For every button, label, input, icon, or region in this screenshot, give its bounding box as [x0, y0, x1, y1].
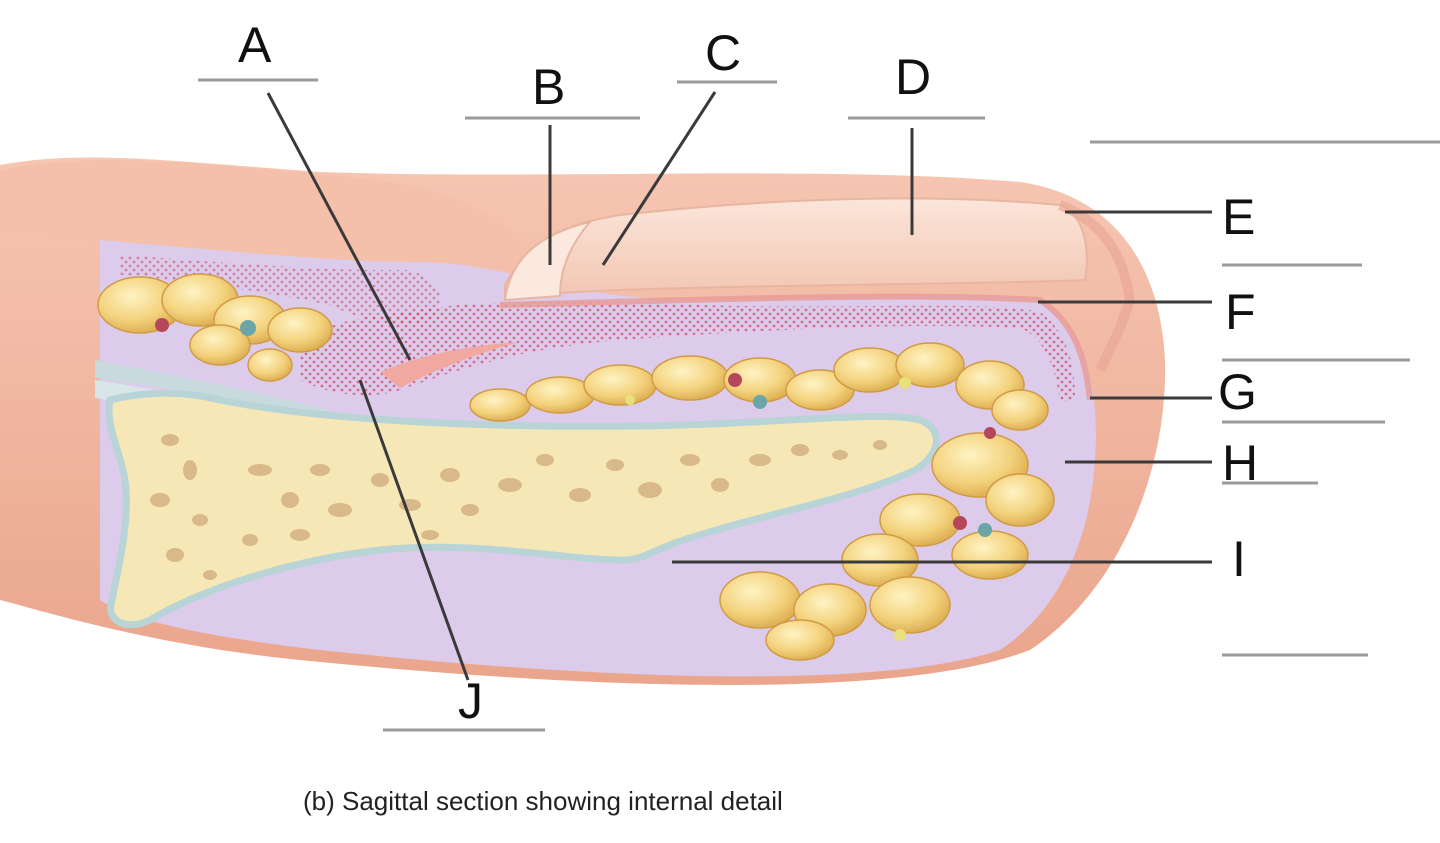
- nail-plate: [504, 197, 1088, 302]
- label-h: H: [1222, 435, 1258, 491]
- adipose-tissue: [97, 273, 1055, 661]
- distal-phalanx: [105, 389, 940, 629]
- nail-root: [380, 342, 520, 388]
- leader-lines: [266, 91, 1212, 681]
- nail-matrix: [300, 301, 1075, 402]
- label-d: D: [895, 49, 931, 105]
- label-g: G: [1218, 364, 1257, 420]
- spongy-bone: [150, 434, 887, 580]
- blood-vessels: [155, 318, 996, 641]
- leader-a: [266, 92, 412, 361]
- label-e: E: [1222, 189, 1255, 245]
- label-b: B: [532, 59, 565, 115]
- lunula: [503, 220, 593, 302]
- label-f: F: [1225, 284, 1256, 340]
- label-i: I: [1232, 531, 1246, 587]
- nail-bed: [499, 293, 1093, 401]
- figure-caption: (b) Sagittal section showing internal de…: [303, 786, 783, 816]
- free-edge: [1058, 200, 1136, 373]
- letter-labels: A B C D E F G H I J: [238, 17, 1258, 729]
- proximal-skin-fold: [0, 160, 520, 266]
- label-a: A: [238, 17, 272, 73]
- label-j: J: [458, 673, 483, 729]
- proximal-matrix: [120, 255, 441, 325]
- answer-blanks: [198, 78, 1440, 732]
- label-c: C: [705, 25, 741, 81]
- leader-j: [358, 379, 470, 681]
- leader-c: [601, 91, 717, 266]
- finger-illustration: [0, 157, 1166, 685]
